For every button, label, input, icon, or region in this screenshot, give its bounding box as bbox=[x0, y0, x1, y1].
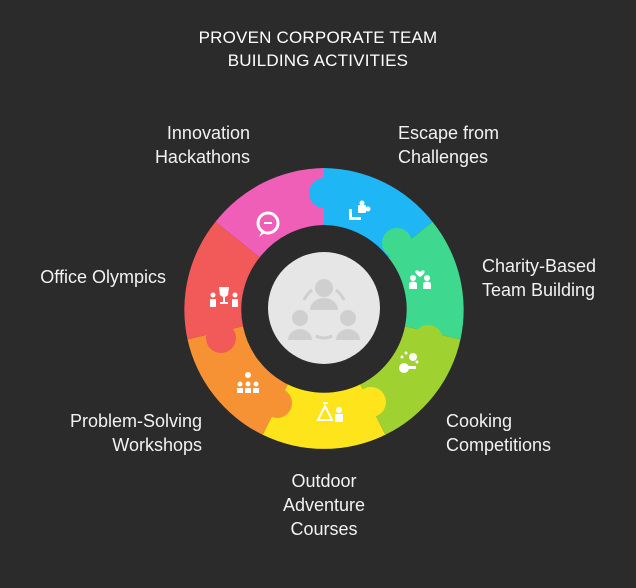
cooking-icon bbox=[399, 351, 419, 373]
segment-cooking bbox=[360, 326, 461, 435]
tent-icon bbox=[316, 402, 343, 422]
puzzle-key-icon bbox=[349, 200, 371, 220]
label-workshops: Problem-Solving Workshops bbox=[69, 411, 202, 455]
title-line-1: PROVEN CORPORATE TEAM bbox=[198, 28, 438, 47]
label-outdoor: Outdoor Adventure Courses bbox=[282, 471, 366, 539]
title-line-2: BUILDING ACTIVITIES bbox=[227, 51, 409, 70]
knob-hackathons-right bbox=[242, 219, 272, 249]
group-idea-icon bbox=[237, 372, 259, 393]
team-circle-icon bbox=[288, 279, 360, 340]
label-escape: Escape from Challenges bbox=[398, 123, 500, 167]
people-heart-icon bbox=[409, 270, 431, 289]
chat-bubble-icon bbox=[256, 211, 280, 237]
knob-olympics-bottom bbox=[206, 323, 236, 353]
knob-escape-top bbox=[309, 178, 339, 208]
knob-cooking-top bbox=[413, 325, 443, 355]
segment-olympics bbox=[184, 221, 260, 340]
segment-workshops bbox=[187, 326, 288, 435]
knob-charity-left bbox=[382, 228, 412, 258]
knob-outdoor-right bbox=[356, 387, 386, 417]
label-olympics: Office Olympics bbox=[40, 267, 166, 287]
label-cooking: Cooking Competitions bbox=[446, 411, 552, 455]
label-hackathons: Innovation Hackathons bbox=[154, 123, 250, 167]
label-charity: Charity-Based Team Building bbox=[482, 256, 597, 300]
knob-workshops-right bbox=[262, 388, 292, 418]
diagram-title: PROVEN CORPORATE TEAM BUILDING ACTIVITIE… bbox=[0, 26, 636, 72]
segment-outdoor bbox=[262, 384, 386, 449]
trophy-people-icon bbox=[210, 287, 238, 307]
